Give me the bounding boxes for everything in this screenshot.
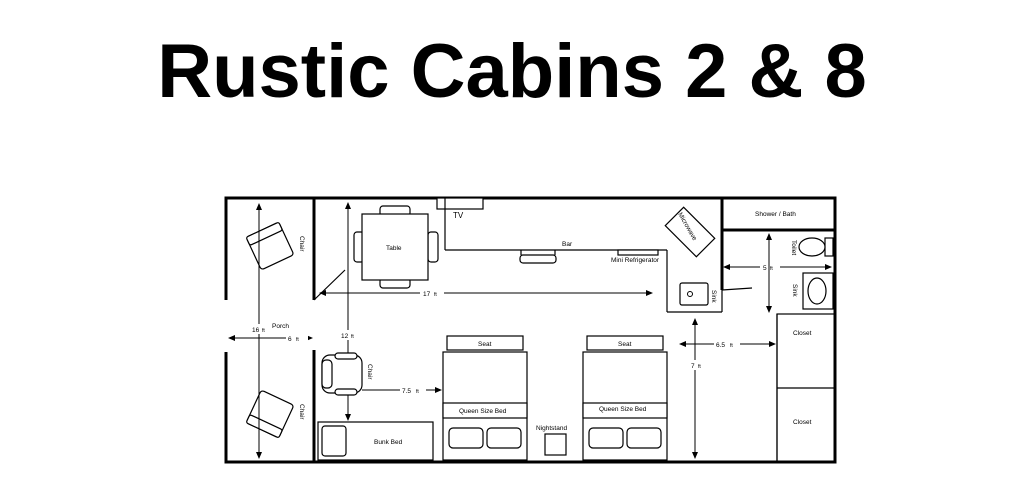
porch-length-value: 16 [252,327,260,334]
walls [224,196,837,464]
mini-refrigerator-label: Mini Refrigerator [611,257,660,264]
tv-label: TV [453,211,464,220]
queen-bed-2: Seat Queen Size Bed [582,335,668,461]
porch-length-unit: ft [262,328,265,334]
porch-dimensions: 16 ft 6 ft [228,203,313,459]
nightstand: Nightstand [536,425,567,456]
mini-refrigerator: Mini Refrigerator [611,249,660,264]
porch-chair-top: Chair [246,222,305,270]
closet-gap-unit: ft [730,343,733,349]
queen-bed-2-label: Queen Size Bed [599,406,647,413]
toilet-label: Toilet [790,240,797,255]
main-depth-unit: ft [351,334,354,340]
closet-gap-value: 6.5 [716,342,725,349]
page-title: Rustic Cabins 2 & 8 [157,29,867,114]
bathroom: Shower / Bath Toilet Sink 5 ft [723,211,834,313]
seat-1-label: Seat [478,341,492,348]
seat-2-label: Seat [618,341,632,348]
tv: TV [436,197,484,220]
closet-height-unit: ft [698,364,701,370]
table-label: Table [386,245,402,252]
bunk-bed: Bunk Bed [317,421,434,461]
nightstand-label: Nightstand [536,425,567,432]
porch-label: Porch [272,323,289,330]
porch-width-value: 6 [288,336,292,343]
bunk-bed-label: Bunk Bed [374,439,403,446]
main-length-unit: ft [434,292,437,298]
closet-bottom-label: Closet [793,419,812,426]
armchair-label: Chair [366,364,373,380]
microwave: Microwave [664,206,716,258]
porch-chair-bottom: Chair [246,390,305,438]
kitchen-sink-label: Sink [710,290,717,303]
bath-sink-label: Sink [791,284,798,297]
closet-dimensions: 6.5 ft 7 ft [679,318,776,459]
porch-width-unit: ft [296,337,299,343]
bath-width-value: 5 [763,265,767,272]
queen-bed-1-label: Queen Size Bed [459,408,507,415]
main-length-value: 17 [423,291,431,298]
shower-bath-label: Shower / Bath [755,211,796,218]
bath-width-unit: ft [770,266,773,272]
porch-chair-bottom-label: Chair [298,404,305,420]
closet-height-value: 7 [691,363,695,370]
closet-top-label: Closet [793,330,812,337]
armchair: Chair [321,352,373,396]
dining-table: Table [353,205,439,289]
main-depth-value: 12 [341,333,349,340]
chair-to-bed-value: 7.5 [402,388,411,395]
porch-chair-top-label: Chair [298,236,305,252]
bar-label: Bar [562,241,573,248]
chair-to-bed-unit: ft [416,389,419,395]
queen-bed-1: Seat Queen Size Bed [442,335,528,461]
kitchen-counter: Sink [666,250,723,313]
